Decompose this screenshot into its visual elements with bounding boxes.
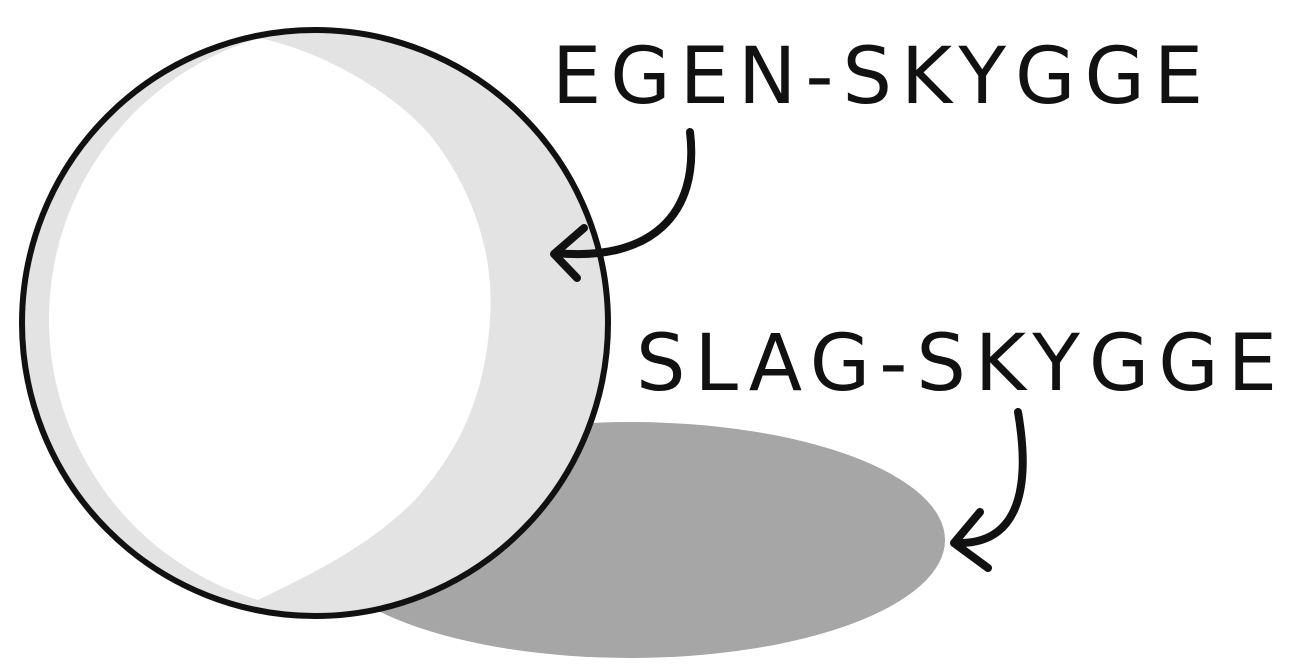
sphere-lit-area xyxy=(48,38,491,600)
cast-shadow-arrow xyxy=(953,408,1027,548)
form-shadow-arrow xyxy=(552,128,696,259)
sphere-outline xyxy=(19,27,611,619)
cast-shadow-arrowhead xyxy=(950,508,992,572)
cast-shadow-label: SLAG-SKYGGE xyxy=(636,319,1287,409)
form-shadow-arrowhead xyxy=(550,224,588,282)
form-shadow-label: EGEN-SKYGGE xyxy=(552,32,1213,122)
